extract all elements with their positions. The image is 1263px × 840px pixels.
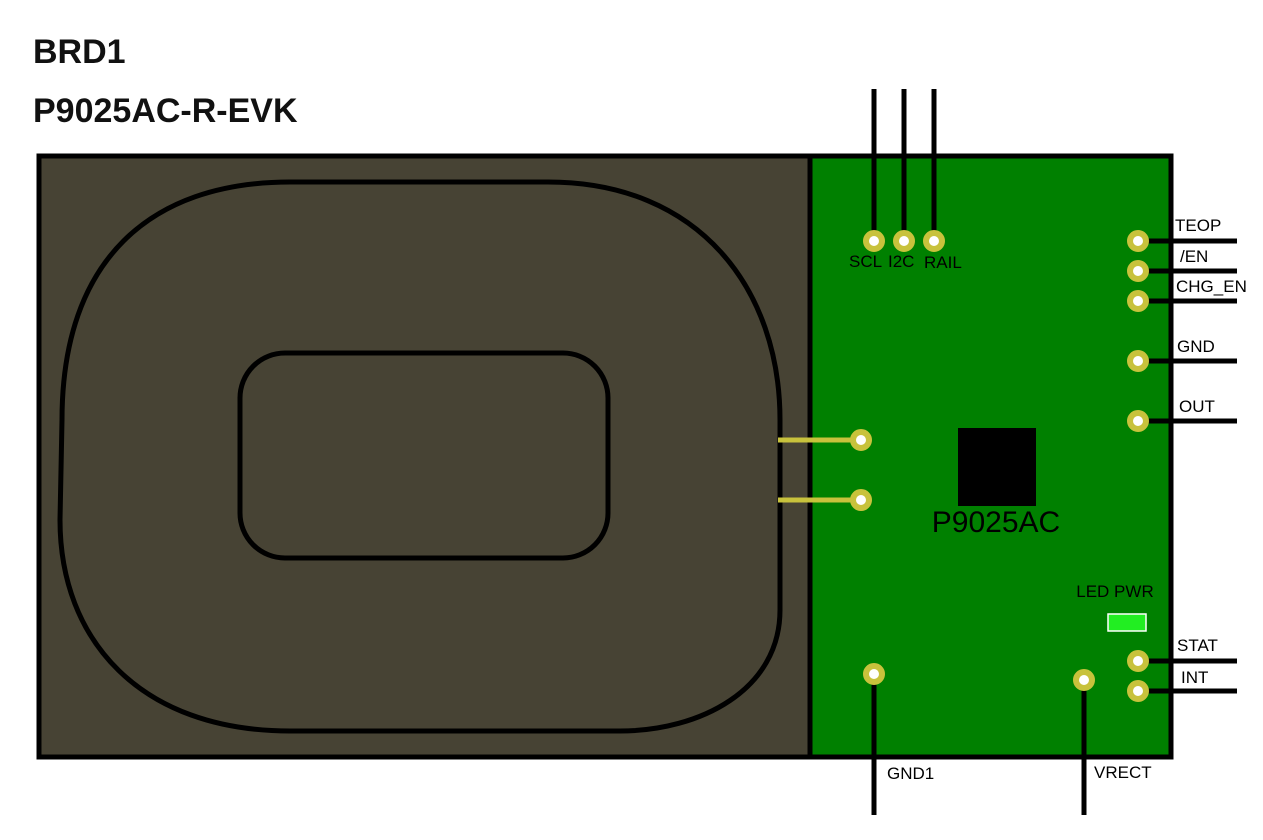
gnd1-label: GND1 bbox=[887, 764, 934, 783]
inner-coil bbox=[237, 350, 611, 561]
rail-label: RAIL bbox=[924, 253, 962, 272]
led-label: LED PWR bbox=[1076, 582, 1153, 601]
gnd-label: GND bbox=[1177, 337, 1215, 356]
out-label: OUT bbox=[1179, 397, 1215, 416]
chip-label: P9025AC bbox=[932, 506, 1060, 539]
board-designator: BRD1 bbox=[33, 33, 126, 71]
coil-pad-bottom bbox=[850, 489, 872, 511]
led-indicator bbox=[1107, 613, 1147, 632]
scl-label: SCL bbox=[849, 252, 882, 271]
i2c-pad bbox=[893, 230, 915, 252]
out-pad bbox=[1127, 410, 1149, 432]
int-label: INT bbox=[1181, 668, 1208, 687]
pcb-area bbox=[807, 153, 1174, 760]
rail-pad bbox=[923, 230, 945, 252]
gnd-pad bbox=[1127, 350, 1149, 372]
stat-label: STAT bbox=[1177, 636, 1218, 655]
vrect-pad bbox=[1073, 669, 1095, 691]
board-part-number: P9025AC-R-EVK bbox=[33, 92, 298, 130]
en-pad bbox=[1127, 260, 1149, 282]
outer-coil bbox=[57, 179, 783, 734]
scl-pad bbox=[863, 230, 885, 252]
teop-pad bbox=[1127, 230, 1149, 252]
en-label: /EN bbox=[1180, 247, 1208, 266]
chg-en-label: CHG_EN bbox=[1176, 277, 1247, 296]
vrect-label: VRECT bbox=[1094, 763, 1152, 782]
int-pad bbox=[1127, 680, 1149, 702]
i2c-label: I2C bbox=[888, 252, 914, 271]
stat-pad bbox=[1127, 650, 1149, 672]
chip-body bbox=[958, 428, 1036, 506]
coil-pad-top bbox=[850, 429, 872, 451]
chg-en-pad bbox=[1127, 290, 1149, 312]
gnd1-pad bbox=[863, 663, 885, 685]
coil-area bbox=[36, 153, 813, 760]
teop-label: TEOP bbox=[1175, 216, 1221, 235]
